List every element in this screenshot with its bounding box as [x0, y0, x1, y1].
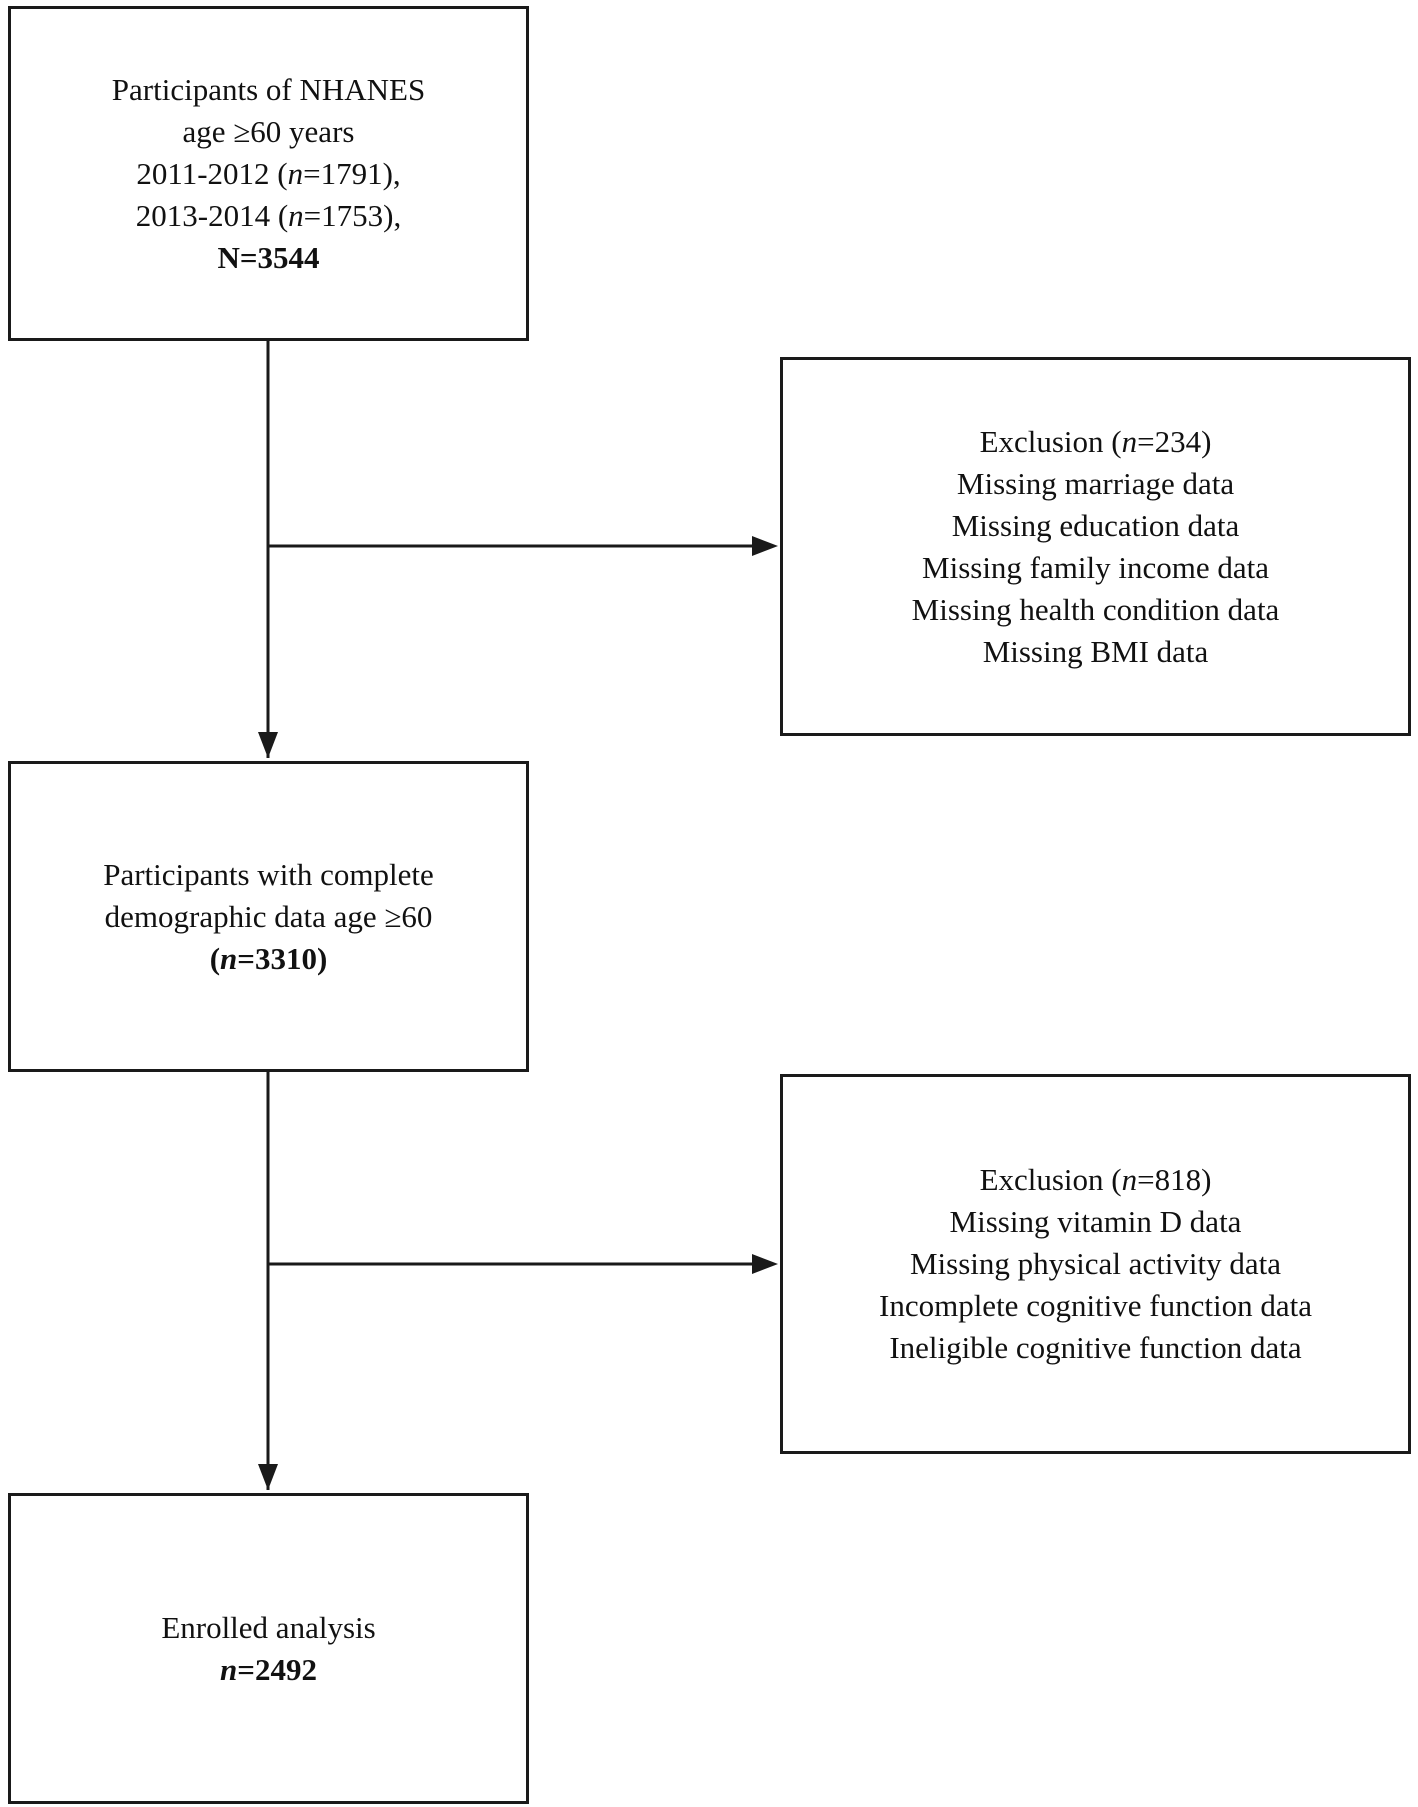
participants-total: N=3544 — [217, 239, 320, 275]
exclusion-box-1: Exclusion (n=234) Missing marriage data … — [780, 357, 1411, 736]
exclusion-1-title: Exclusion (n=234) — [979, 423, 1212, 459]
participants-line-2: age ≥60 years — [182, 113, 355, 149]
exclusion-2-item: Incomplete cognitive function data — [879, 1288, 1312, 1323]
enrolled-box: Enrolled analysis n=2492 — [8, 1493, 529, 1804]
participants-line-4: 2013-2014 (n=1753), — [135, 197, 402, 233]
participants-line-3: 2011-2012 (n=1791), — [136, 155, 401, 191]
exclusion-2-item: Missing vitamin D data — [949, 1204, 1242, 1239]
participants-line-1: Participants of NHANES — [111, 71, 426, 107]
complete-line-2: demographic data age ≥60 — [104, 898, 433, 934]
arrowhead-right-2 — [752, 1254, 778, 1274]
complete-count: (n=3310) — [209, 940, 328, 976]
exclusion-1-item: Missing health condition data — [911, 591, 1280, 627]
exclusion-2-title: Exclusion (n=818) — [979, 1162, 1212, 1197]
exclusion-1-item: Missing education data — [951, 507, 1240, 543]
complete-data-box: Participants with complete demographic d… — [8, 761, 529, 1072]
exclusion-box-2: Exclusion (n=818) Missing vitamin D data… — [780, 1074, 1411, 1454]
enrolled-label: Enrolled analysis — [161, 1609, 376, 1645]
exclusion-2-item: Ineligible cognitive function data — [889, 1330, 1302, 1365]
exclusion-1-item: Missing family income data — [922, 549, 1269, 585]
complete-line-1: Participants with complete — [103, 856, 434, 892]
exclusion-1-item: Missing BMI data — [982, 633, 1209, 669]
arrowhead-right-1 — [752, 536, 778, 556]
exclusion-2-item: Missing physical activity data — [909, 1246, 1282, 1281]
arrowhead-down-1 — [258, 732, 278, 758]
arrowhead-down-2 — [258, 1464, 278, 1490]
enrolled-count: n=2492 — [220, 1651, 317, 1687]
participants-box: Participants of NHANES age ≥60 years 201… — [8, 6, 529, 341]
exclusion-1-item: Missing marriage data — [956, 465, 1235, 501]
